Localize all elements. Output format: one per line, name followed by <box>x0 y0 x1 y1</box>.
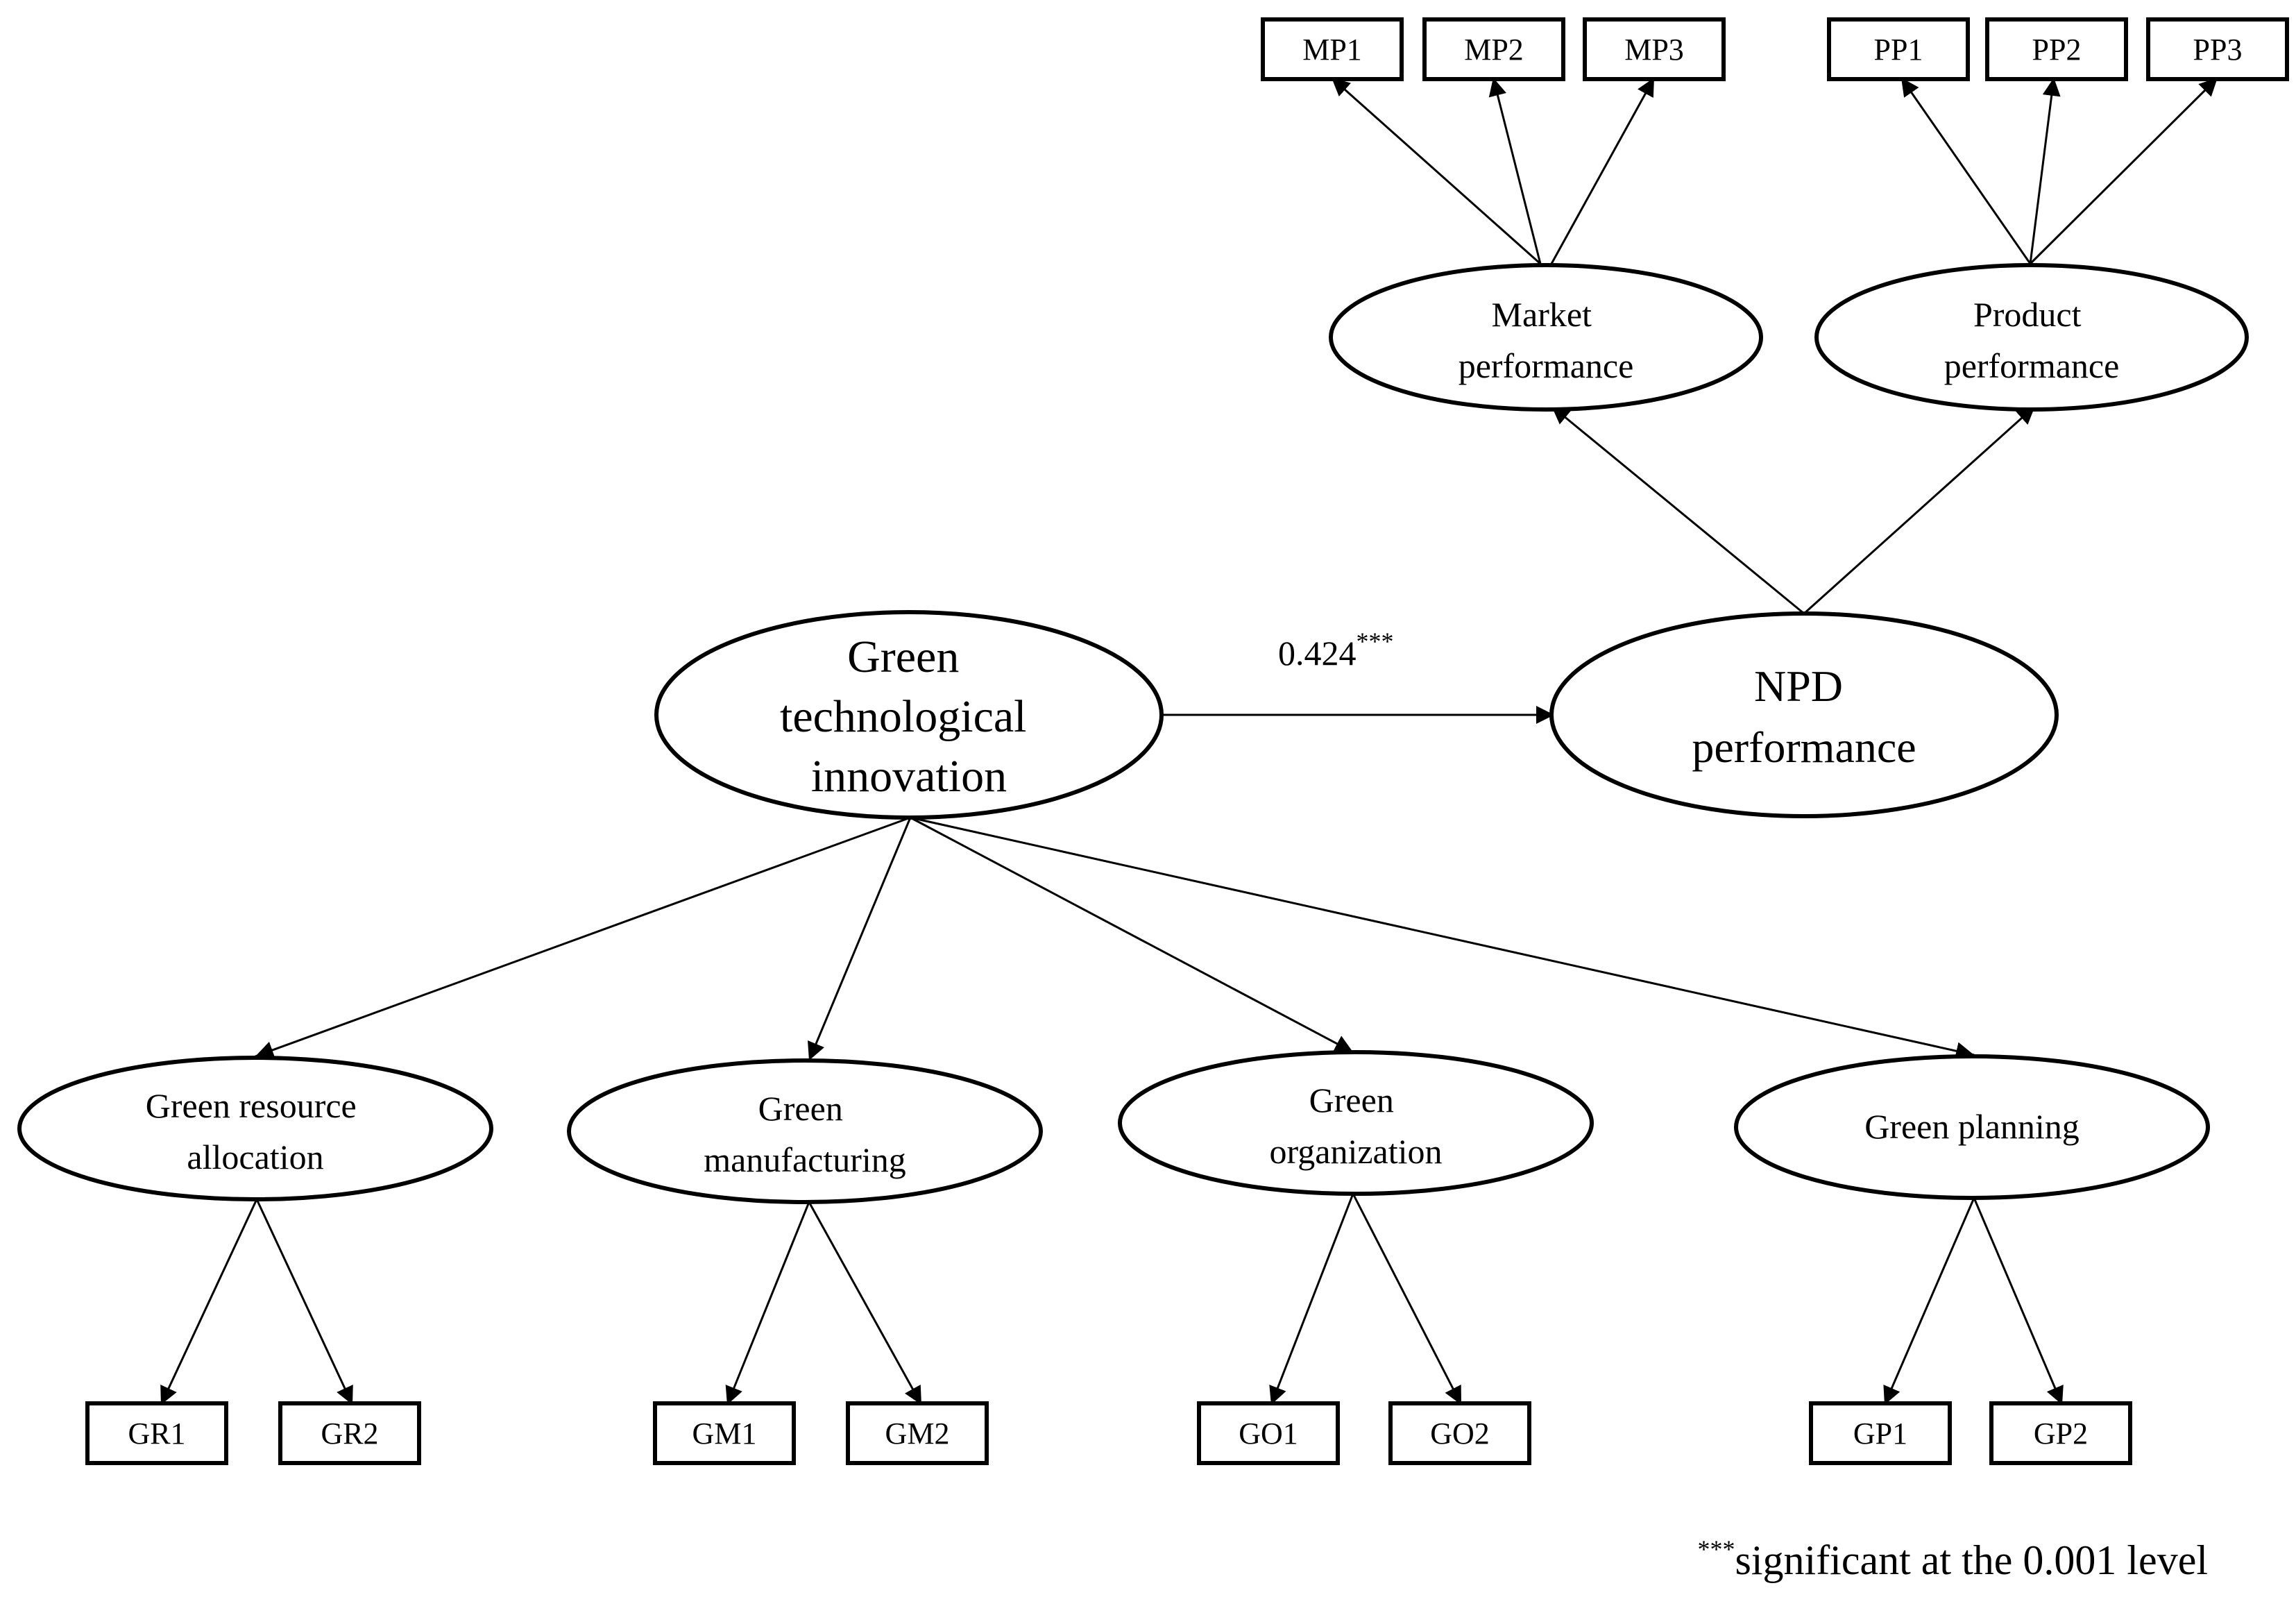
arrow-gti-to-gra <box>255 816 911 1059</box>
arrow-market-to-mp2 <box>1488 77 1542 264</box>
indicator-box-gm1: GM1 <box>653 1401 796 1465</box>
indicator-box-go1: GO1 <box>1197 1401 1340 1465</box>
indicator-box-gp2: GP2 <box>1989 1401 2132 1465</box>
indicator-box-mp2: MP2 <box>1422 17 1565 81</box>
arrow-gp-to-gp2 <box>1973 1197 2064 1405</box>
indicator-label: GR1 <box>128 1417 185 1451</box>
arrow-go-to-go1 <box>1269 1193 1354 1405</box>
arrow-gm-to-gm2 <box>808 1201 923 1405</box>
indicator-box-gm2: GM2 <box>846 1401 989 1465</box>
indicator-label: PP3 <box>2193 33 2243 67</box>
indicator-label: PP1 <box>1874 33 1923 67</box>
construct-label: Green organization <box>1270 1081 1443 1171</box>
indicator-label: GO1 <box>1239 1417 1298 1451</box>
indicator-label: GP1 <box>1853 1417 1907 1451</box>
indicator-label: MP1 <box>1302 33 1362 67</box>
indicator-box-gp1: GP1 <box>1809 1401 1952 1465</box>
indicator-box-pp2: PP2 <box>1985 17 2128 81</box>
arrow-gm-to-gm1 <box>725 1201 810 1405</box>
indicator-label: GM2 <box>885 1417 950 1451</box>
indicator-label: GP2 <box>2034 1417 2088 1451</box>
indicator-label: MP2 <box>1464 33 1524 67</box>
construct-label: Green manufacturing <box>704 1089 906 1179</box>
indicator-box-pp3: PP3 <box>2146 17 2289 81</box>
indicator-label: GO2 <box>1430 1417 1490 1451</box>
indicator-box-go2: GO2 <box>1388 1401 1531 1465</box>
construct-label: Green resource allocation <box>146 1086 365 1176</box>
construct-product-performance: Product performance <box>1814 263 2249 412</box>
construct-green-organization: Green organization <box>1118 1050 1594 1196</box>
arrow-product-to-pp3 <box>2029 76 2219 265</box>
arrow-npd-to-product <box>1803 405 2036 615</box>
construct-market-performance: Market performance <box>1329 263 1763 412</box>
path-coefficient-label: 0.424*** <box>1278 627 1394 673</box>
construct-label: Market performance <box>1459 295 1634 385</box>
arrow-gra-to-gr1 <box>160 1199 258 1405</box>
arrow-gti-to-go <box>910 816 1354 1054</box>
indicator-box-mp1: MP1 <box>1261 17 1404 81</box>
arrow-market-to-mp1 <box>1331 76 1541 265</box>
arrow-product-to-pp2 <box>2029 77 2061 264</box>
indicator-label: MP3 <box>1624 33 1684 67</box>
arrow-go-to-go2 <box>1352 1193 1463 1405</box>
arrow-market-to-mp3 <box>1550 77 1656 264</box>
indicator-box-gr2: GR2 <box>278 1401 421 1465</box>
indicator-label: GR2 <box>321 1417 378 1451</box>
significance-footnote: ***significant at the 0.001 level <box>1698 1535 2208 1583</box>
arrow-gti-to-gm <box>808 817 912 1061</box>
arrow-npd-to-market <box>1551 405 1805 615</box>
construct-label: NPD performance <box>1692 661 1916 772</box>
construct-label: Product performance <box>1944 295 2120 385</box>
construct-green-resource-allocation: Green resource allocation <box>17 1056 493 1201</box>
construct-green-planning: Green planning <box>1734 1054 2210 1200</box>
arrow-product-to-pp1 <box>1900 77 2032 264</box>
arrow-gra-to-gr2 <box>255 1199 354 1405</box>
construct-label: Green technological innovation <box>780 632 1038 802</box>
arrow-gti-to-gp <box>910 816 1975 1061</box>
construct-green-manufacturing: Green manufacturing <box>567 1058 1043 1204</box>
construct-npd-performance: NPD performance <box>1549 611 2059 818</box>
arrow-gp-to-gp1 <box>1883 1197 1975 1405</box>
construct-green-technological-innovation: Green technological innovation <box>654 610 1164 820</box>
indicator-box-pp1: PP1 <box>1827 17 1970 81</box>
arrows <box>160 76 2219 1405</box>
indicator-label: PP2 <box>2032 33 2082 67</box>
indicator-box-mp3: MP3 <box>1583 17 1726 81</box>
indicator-box-gr1: GR1 <box>85 1401 228 1465</box>
construct-label: Green planning <box>1864 1107 2080 1146</box>
indicator-label: GM1 <box>692 1417 757 1451</box>
